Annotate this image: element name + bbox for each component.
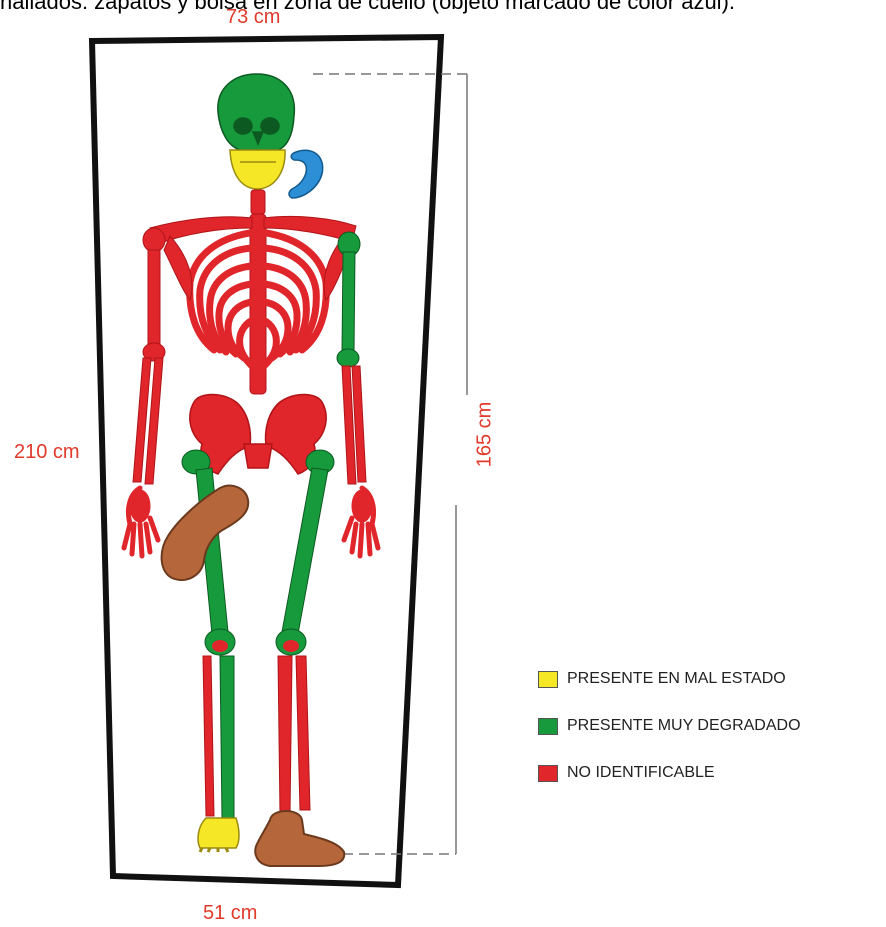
legend-label: PRESENTE MUY DEGRADADO [567,717,801,735]
skeleton-height-label: 165 cm [473,402,496,468]
legend-label: PRESENTE EN MAL ESTADO [567,670,786,688]
legend-item-red: NO IDENTIFICABLE [538,762,715,784]
height-dimension-line [313,74,467,854]
skeleton [124,74,378,866]
left-hand [124,488,158,556]
left-arm [133,228,165,484]
skull [218,74,295,150]
right-leg [276,450,334,814]
mandible [230,150,285,189]
legend-swatch-red [538,765,558,782]
coffin-length-label: 210 cm [14,441,80,464]
legend-label: NO IDENTIFICABLE [567,764,715,782]
shoe-lower [255,811,344,866]
right-hand [344,488,378,556]
legend-item-green: PRESENTE MUY DEGRADADO [538,715,801,737]
legend-swatch-yellow [538,671,558,688]
neck-bag-object [289,150,323,198]
top-width-label: 73 cm [226,6,280,29]
sternum [252,230,264,310]
legend-item-yellow: PRESENTE EN MAL ESTADO [538,668,786,690]
bottom-width-label: 51 cm [203,902,257,925]
left-foot [198,818,239,852]
legend-swatch-green [538,718,558,735]
